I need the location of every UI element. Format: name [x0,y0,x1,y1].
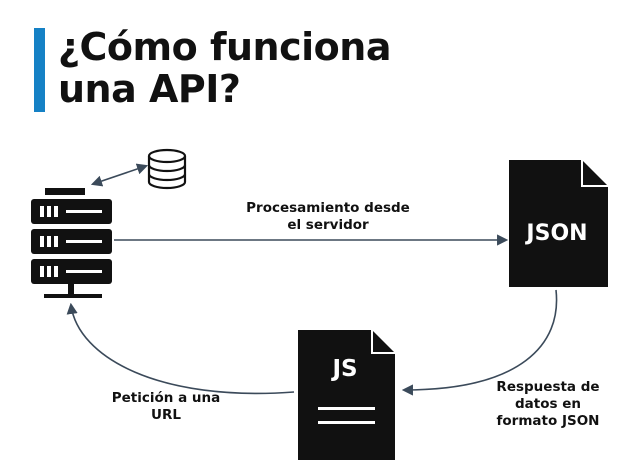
response-arrow [401,289,558,396]
processing-label-line-1: Procesamiento desde [246,200,410,216]
database-icon [147,148,187,190]
json-file-label: JSON [526,221,588,246]
request-label-line-1: Petición a una [111,390,221,406]
response-label-line-3: formato JSON [496,413,600,429]
request-label-line-2: URL [151,407,181,423]
title-line-1: ¿Cómo funciona [58,25,391,69]
js-file-label: JS [332,356,358,382]
title-accent-bar [34,28,45,112]
title-line-2: una API? [58,67,241,111]
response-label-line-1: Respuesta de [496,379,600,395]
response-label-line-2: datos en [514,396,581,412]
request-label: Petición a una URL [96,390,236,424]
request-arrow [66,302,295,395]
processing-label-line-2: el servidor [287,217,369,233]
page-title: ¿Cómo funciona una API? [58,26,391,110]
js-file-icon [298,330,395,460]
server-database-connector [90,163,149,187]
processing-label: Procesamiento desde el servidor [228,200,428,234]
server-icon [31,188,112,298]
json-file-icon [509,160,608,287]
response-label: Respuesta de datos en formato JSON [488,379,608,430]
